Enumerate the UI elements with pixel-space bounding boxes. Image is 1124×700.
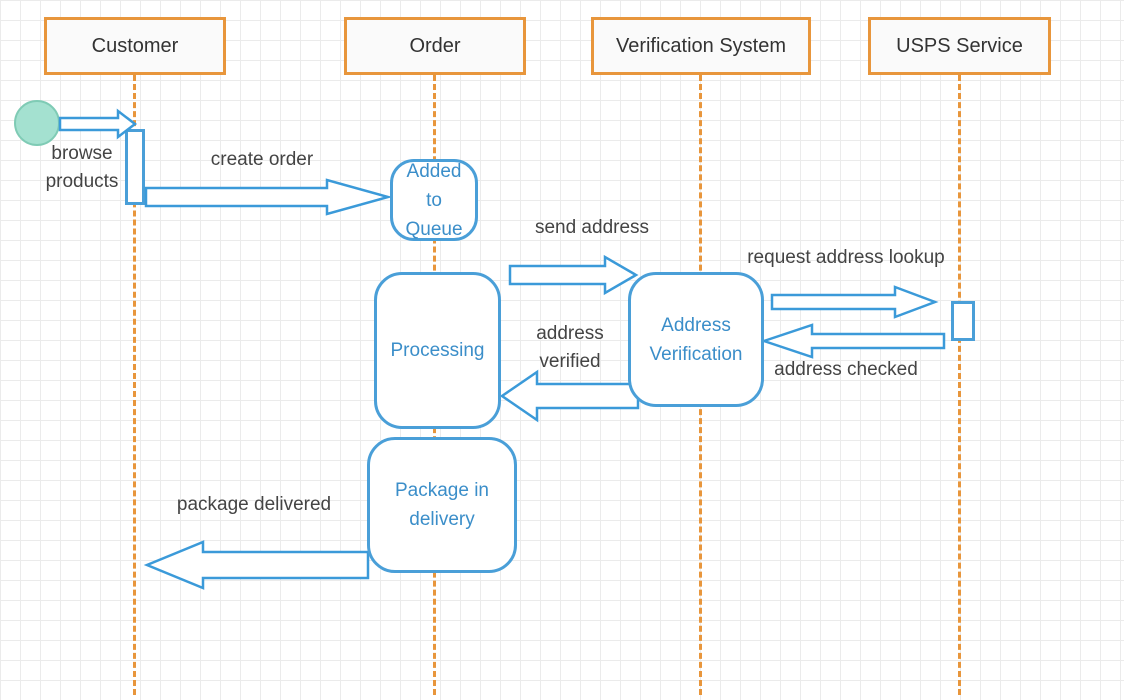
message-address-verified-line-1: address — [536, 323, 604, 344]
state-address-verification[interactable]: Address Verification — [628, 272, 764, 407]
participant-verification-system[interactable]: Verification System — [591, 17, 811, 75]
message-browse-products-line-2: products — [45, 171, 119, 192]
arrow-address-verified[interactable] — [499, 369, 640, 423]
message-browse-products-line-1: browse — [51, 143, 113, 164]
activation-bar-customer[interactable] — [125, 129, 145, 205]
state-added-to-queue-line-2: to — [426, 189, 442, 211]
lifeline-usps-service — [958, 75, 961, 695]
state-package-in-delivery-line-1: Package in — [394, 480, 489, 501]
state-package-in-delivery[interactable]: Package in delivery — [367, 437, 517, 573]
message-browse-products: browse products — [30, 140, 134, 196]
state-added-to-queue[interactable]: Added to Queue — [390, 159, 478, 241]
state-processing[interactable]: Processing — [374, 272, 501, 429]
lifeline-customer — [133, 75, 136, 695]
state-processing-label: Processing — [390, 340, 485, 361]
arrow-send-address[interactable] — [508, 254, 639, 296]
participant-customer[interactable]: Customer — [44, 17, 226, 75]
message-send-address: send address — [534, 217, 650, 238]
state-added-to-queue-line-1: Added — [406, 160, 462, 182]
arrow-request-address-lookup[interactable] — [770, 285, 939, 319]
message-package-delivered: package delivered — [176, 494, 332, 515]
arrow-create-order[interactable] — [144, 178, 393, 216]
message-address-checked: address checked — [774, 359, 918, 380]
participant-order[interactable]: Order — [344, 17, 526, 75]
state-address-verification-line-1: Address — [661, 314, 731, 336]
message-address-verified-line-2: verified — [539, 351, 601, 372]
state-added-to-queue-line-3: Queue — [405, 218, 463, 240]
arrow-address-checked[interactable] — [760, 323, 946, 359]
arrow-browse-products[interactable] — [58, 108, 138, 140]
participant-usps-service[interactable]: USPS Service — [868, 17, 1051, 75]
message-request-address-lookup: request address lookup — [747, 247, 945, 268]
state-package-in-delivery-line-2: delivery — [409, 509, 475, 530]
state-address-verification-line-2: Verification — [649, 343, 743, 365]
activation-bar-usps[interactable] — [951, 301, 975, 341]
arrow-package-delivered[interactable] — [143, 540, 370, 590]
message-address-verified: address verified — [519, 320, 621, 376]
message-create-order: create order — [210, 149, 314, 170]
